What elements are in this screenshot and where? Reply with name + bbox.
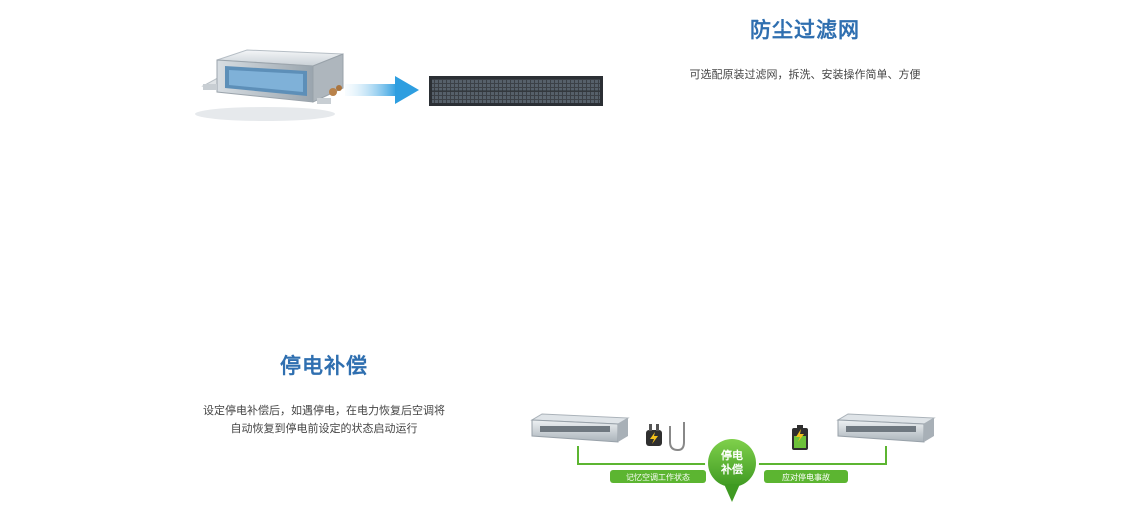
dust-filter-title: 防尘过滤网 <box>750 18 860 42</box>
right-duct-unit-image <box>836 413 936 443</box>
power-failure-text: 应对停电事故 <box>782 472 830 482</box>
power-compensation-description: 设定停电补偿后，如遇停电，在电力恢复后空调将 自动恢复到停电前设定的状态启动运行 <box>164 402 484 438</box>
memory-state-label: 记忆空调工作状态 <box>610 470 706 483</box>
dust-filter-illustration <box>195 49 603 121</box>
power-compensation-title: 停电补偿 <box>280 354 368 378</box>
memory-state-text: 记忆空调工作状态 <box>626 472 690 482</box>
left-duct-unit-image <box>530 413 630 443</box>
dust-filter-description: 可选配原装过滤网，拆洗、安装操作简单、方便 <box>689 68 921 81</box>
description-line: 自动恢复到停电前设定的状态启动运行 <box>230 422 418 435</box>
description-line: 设定停电补偿后，如遇停电，在电力恢复后空调将 <box>203 404 445 417</box>
badge-line-1: 停电 <box>721 448 743 462</box>
filter-mesh-image <box>429 76 603 106</box>
duct-unit-image <box>195 49 344 121</box>
power-plug-icon <box>646 422 685 452</box>
badge-line-2: 补偿 <box>720 462 743 476</box>
battery-icon <box>792 425 808 450</box>
power-compensation-badge: 停电 补偿 <box>705 436 759 502</box>
power-failure-label: 应对停电事故 <box>764 470 848 483</box>
arrow-icon <box>345 76 419 104</box>
power-compensation-diagram: 记忆空调工作状态 应对停电事故 停电 补偿 <box>530 413 936 502</box>
